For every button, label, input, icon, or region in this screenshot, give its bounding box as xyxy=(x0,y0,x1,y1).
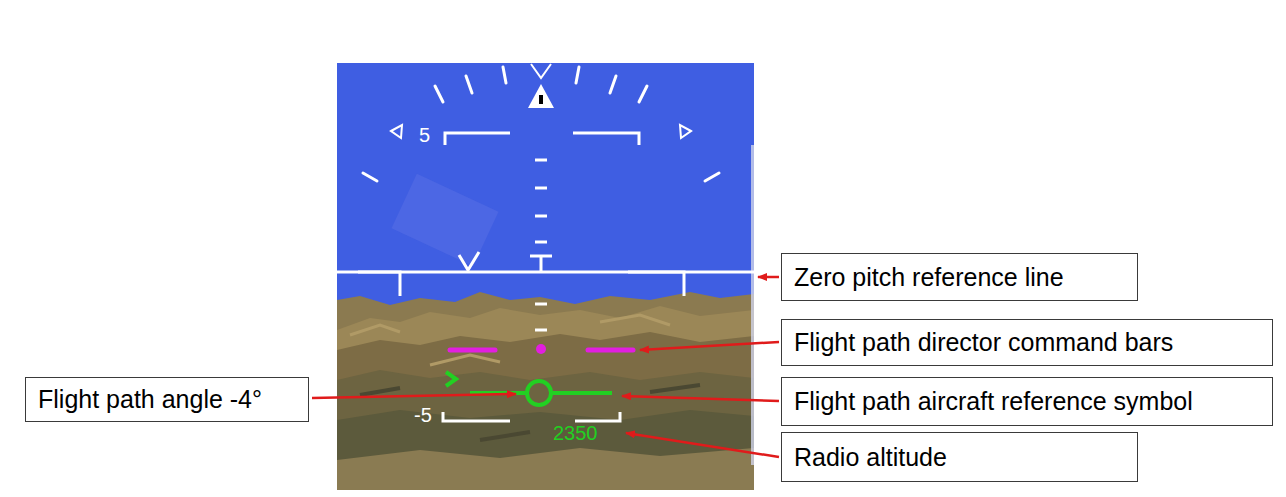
callout-text: Zero pitch reference line xyxy=(794,263,1064,292)
callout-box: Flight path aircraft reference symbol xyxy=(781,377,1273,426)
pitch-scale-number: 5 xyxy=(419,125,430,145)
callout-text: Flight path angle -4° xyxy=(38,385,262,414)
callout-text: Flight path director command bars xyxy=(794,328,1173,357)
callout-text: Radio altitude xyxy=(794,443,947,472)
callout-text: Flight path aircraft reference symbol xyxy=(794,387,1193,416)
callout-box: Zero pitch reference line xyxy=(781,253,1138,301)
pitch-scale-number: -5 xyxy=(414,405,432,425)
radio-altitude-readout: 2350 xyxy=(553,423,598,443)
callout-box: Flight path angle -4° xyxy=(25,377,309,422)
callout-box: Radio altitude xyxy=(781,432,1138,482)
callout-box: Flight path director command bars xyxy=(781,319,1273,366)
